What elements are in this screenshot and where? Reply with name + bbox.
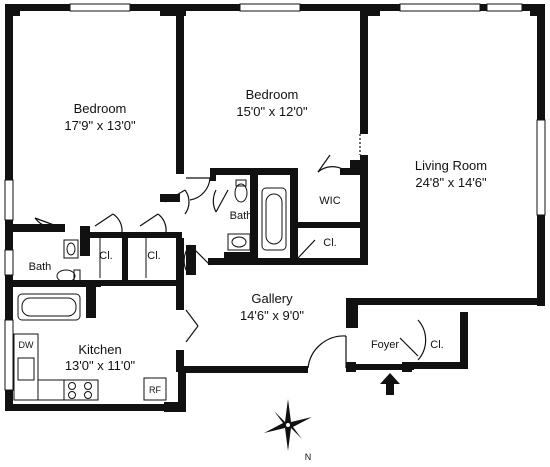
dishwasher-label: DW [19,340,34,350]
compass-icon [264,399,312,451]
compass-north-label: N [305,452,312,462]
wic-label: WIC [319,195,340,207]
kitchen-name: Kitchen [78,342,121,357]
closet-4-label: Cl. [430,339,443,351]
sink-left [63,239,79,259]
toilet-center [234,183,248,203]
room-labels: Bedroom 17'9" x 13'0" Bedroom 15'0" x 12… [29,87,487,373]
foyer-label: Foyer [371,339,399,351]
bath-left-label: Bath [29,261,52,273]
bath-center-label: Bath [230,210,253,222]
refrigerator [143,377,167,401]
bedroom-2-dims: 15'0" x 12'0" [236,104,308,119]
bedroom-1-dims: 17'9" x 13'0" [64,118,136,133]
toilet-left [56,269,76,283]
doors [34,134,427,369]
fixtures [13,179,287,401]
bedroom-1-name: Bedroom [74,101,127,116]
kitchen-dims: 13'0" x 11'0" [65,358,136,373]
bathtub-center [261,187,287,251]
closet-1-label: Cl. [99,250,112,262]
gallery-dims: 14'6" x 9'0" [240,308,304,323]
closet-2-label: Cl. [147,250,160,262]
gallery-name: Gallery [251,291,293,306]
kitchen-counter-left [13,333,39,401]
windows [4,3,546,391]
sink-center [227,233,251,251]
closet-3-label: Cl. [323,237,336,249]
refrigerator-label: RF [149,385,161,395]
entry-arrow-icon [380,373,400,395]
bathtub-left [17,293,81,321]
stove [63,379,99,401]
living-room-name: Living Room [415,158,487,173]
living-room-dims: 24'8" x 14'6" [415,175,487,190]
kitchen-sink [17,357,35,381]
bedroom-2-name: Bedroom [246,87,299,102]
